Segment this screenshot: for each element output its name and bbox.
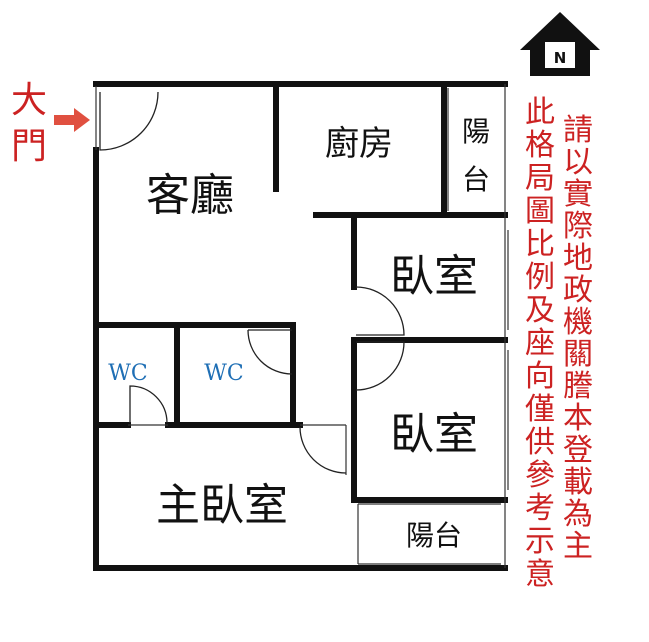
disclaimer-char: 載: [563, 465, 593, 500]
room-balcony-top-2: 台: [462, 163, 490, 196]
room-wc-1: WC: [108, 361, 147, 386]
entrance-label-2: 門: [11, 126, 47, 167]
disclaimer-char: 以: [563, 145, 593, 180]
disclaimer-char: 向: [525, 359, 555, 394]
disclaimer-char: 請: [563, 113, 593, 148]
disclaimer-char: 為: [563, 497, 593, 532]
disclaimer-char: 及: [525, 293, 555, 328]
room-bedroom-2: 臥室: [390, 409, 478, 460]
disclaimer-char: 意: [525, 557, 555, 592]
disclaimer-char: 登: [563, 433, 593, 468]
disclaimer-char: 機: [563, 305, 593, 340]
entrance-label-1: 大: [11, 80, 47, 121]
disclaimer-char: 關: [563, 337, 593, 372]
room-wc-2: WC: [204, 361, 243, 386]
disclaimer-char: 格: [525, 128, 555, 163]
disclaimer-char: 座: [525, 326, 555, 361]
disclaimer-column-1: 請 以 實 際 地 政 機 關 謄 本 登 載 為 主: [563, 113, 593, 564]
disclaimer-char: 局: [525, 161, 555, 196]
disclaimer-char: 本: [563, 401, 593, 436]
room-living: 客廳: [146, 170, 234, 221]
disclaimer-char: 供: [525, 425, 555, 460]
room-balcony-bottom: 陽台: [406, 519, 462, 552]
disclaimer-char: 此: [525, 95, 555, 130]
disclaimer-char: 地: [563, 241, 593, 276]
north-label: N: [554, 49, 567, 67]
entrance-arrow-icon: [54, 108, 90, 132]
disclaimer-char: 實: [563, 177, 593, 212]
door-swings: [99, 91, 405, 474]
disclaimer-char: 僅: [525, 392, 555, 427]
disclaimer-char: 圖: [525, 194, 555, 229]
disclaimer-char: 比: [525, 227, 555, 262]
disclaimer-char: 考: [525, 491, 555, 526]
disclaimer-char: 參: [525, 458, 555, 493]
walls: [93, 81, 508, 571]
room-bedroom-1: 臥室: [390, 251, 478, 302]
disclaimer-char: 主: [563, 529, 593, 564]
disclaimer-char: 際: [563, 209, 593, 244]
north-compass-icon: N: [520, 12, 600, 76]
room-kitchen: 廚房: [325, 124, 393, 164]
disclaimer-char: 例: [525, 260, 555, 295]
room-balcony-top-1: 陽: [462, 115, 490, 148]
disclaimer-char: 政: [563, 273, 593, 308]
room-master-bedroom: 主臥室: [156, 480, 288, 531]
thin-lines: [95, 84, 509, 568]
disclaimer-char: 示: [525, 524, 555, 559]
disclaimer-char: 謄: [563, 369, 593, 404]
disclaimer-column-2: 此 格 局 圖 比 例 及 座 向 僅 供 參 考 示 意: [525, 95, 555, 592]
